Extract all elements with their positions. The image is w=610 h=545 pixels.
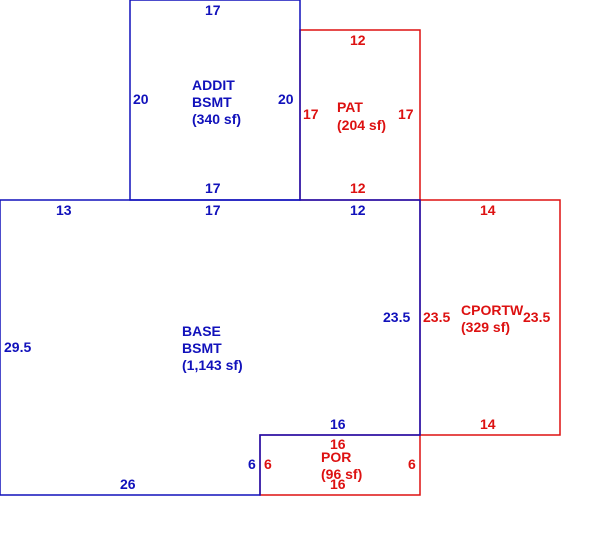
por-labels: POR (96 sf) 16 6 6 16 [264,436,416,492]
addit-dim-left: 20 [133,91,149,107]
cportw-area: (329 sf) [461,319,510,335]
base-name-2: BSMT [182,340,222,356]
base-dim-top-right: 12 [350,202,366,218]
base-dim-top-left: 13 [56,202,72,218]
addit-area: (340 sf) [192,111,241,127]
blue-outlines [0,0,421,496]
base-dim-top-mid: 17 [205,202,221,218]
base-dim-right: 23.5 [383,309,410,325]
cportw-dim-top: 14 [480,202,496,218]
addit-name: ADDIT [192,77,235,93]
addit-name-2: BSMT [192,94,232,110]
addit-labels: ADDIT BSMT (340 sf) 17 20 20 17 [133,2,294,196]
base-labels: BASE BSMT (1,143 sf) 13 17 12 29.5 23.5 … [4,202,410,492]
red-outlines [259,29,561,496]
addit-dim-bottom: 17 [205,180,221,196]
pat-labels: PAT (204 sf) 12 17 17 12 [303,32,414,196]
por-dim-bottom: 16 [330,476,346,492]
base-dim-notch-side: 6 [248,456,256,472]
por-area: (96 sf) [321,466,362,482]
por-dim-left: 6 [264,456,272,472]
pat-area: (204 sf) [337,117,386,133]
pat-name: PAT [337,99,363,115]
pat-dim-top: 12 [350,32,366,48]
cportw-name: CPORTW [461,302,524,318]
pat-dim-bottom: 12 [350,180,366,196]
pat-dim-right: 17 [398,106,414,122]
addit-dim-top: 17 [205,2,221,18]
por-name: POR [321,449,351,465]
cportw-dim-left: 23.5 [423,309,450,325]
cportw-labels: CPORTW (329 sf) 14 23.5 23.5 14 [423,202,550,432]
por-dim-right: 6 [408,456,416,472]
base-dim-notch-top: 16 [330,416,346,432]
pat-dim-left: 17 [303,106,319,122]
por-dim-top: 16 [330,436,346,452]
base-dim-left: 29.5 [4,339,31,355]
cportw-dim-right: 23.5 [523,309,550,325]
base-dim-bottom: 26 [120,476,136,492]
base-area: (1,143 sf) [182,357,243,373]
base-name: BASE [182,323,221,339]
cportw-dim-bottom: 14 [480,416,496,432]
base-outline [0,199,421,496]
addit-dim-right: 20 [278,91,294,107]
